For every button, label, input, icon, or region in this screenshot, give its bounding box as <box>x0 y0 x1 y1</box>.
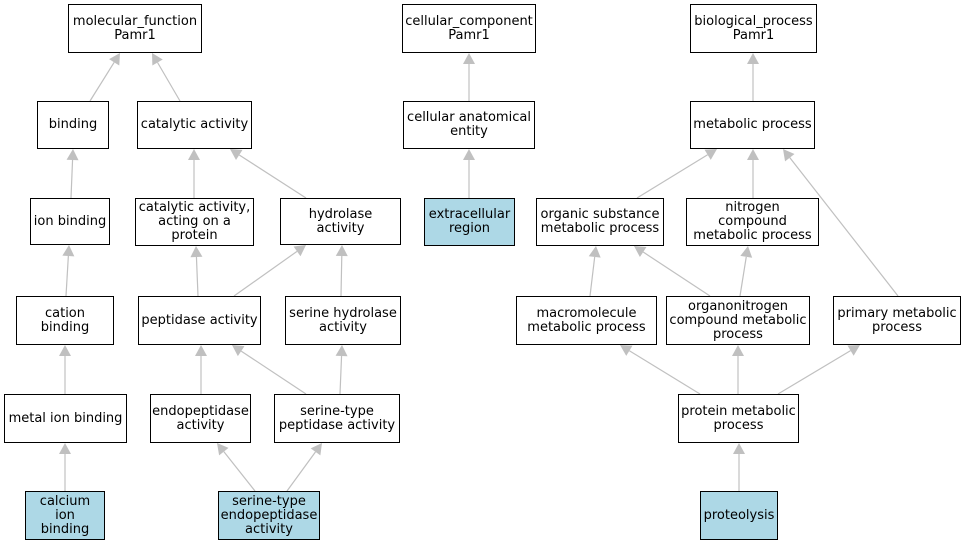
edge-cation-to-ionbinding <box>62 245 75 297</box>
edge-protmeta-to-organonit <box>732 345 744 394</box>
edge-serpep-to-peptidase <box>232 345 307 395</box>
node-metabolic-process[interactable]: metabolic process <box>690 101 815 149</box>
edge-serpep-to-serhydrolase <box>335 345 348 395</box>
node-calcium-ion-binding[interactable]: calcium ion binding <box>25 491 105 540</box>
node-protein-metabolic-process[interactable]: protein metabolic process <box>678 394 799 443</box>
node-cellular-anatomical-entity[interactable]: cellular anatomical entity <box>403 101 535 149</box>
node-serine-type-endopeptidase-activity[interactable]: serine-type endopeptidase activity <box>218 491 320 540</box>
node-peptidase-activity[interactable]: peptidase activity <box>138 296 261 345</box>
edge-cae-to-cc <box>463 53 475 101</box>
edge-catprotein-to-catalytic <box>188 149 200 198</box>
edge-peptidase-to-catprotein <box>190 246 203 297</box>
edge-primary-to-metabolic <box>783 149 899 297</box>
edge-serendo-to-endopep <box>217 443 256 492</box>
node-cation-binding[interactable]: cation binding <box>16 296 114 345</box>
node-extracellular-region[interactable]: extracellular region <box>424 198 515 246</box>
edge-catalytic-to-mf <box>152 53 181 102</box>
edge-macro-to-orgsub <box>588 246 601 297</box>
edge-extra-to-cae <box>463 149 475 198</box>
node-serine-hydrolase-activity[interactable]: serine hydrolase activity <box>285 296 401 345</box>
node-primary-metabolic-process[interactable]: primary metabolic process <box>833 296 961 345</box>
edge-organonit-to-orgsub <box>634 246 711 297</box>
edge-protmeta-to-primary <box>777 345 860 395</box>
edge-organonit-to-nitrogen <box>739 246 753 297</box>
edge-serhydrolase-to-hydrolase <box>335 245 348 297</box>
edge-metabolic-to-bp <box>747 53 759 101</box>
node-macromolecule-metabolic-process[interactable]: macromolecule metabolic process <box>516 296 657 345</box>
edge-hydrolase-to-catalytic <box>230 149 307 199</box>
node-organonitrogen-compound-metabolic-process[interactable]: organonitrogen compound metabolic proces… <box>666 296 810 345</box>
node-ion-binding[interactable]: ion binding <box>30 198 110 245</box>
edge-ionbinding-to-binding <box>66 149 79 199</box>
edge-binding-to-mf <box>89 53 120 102</box>
edge-serendo-to-serpep <box>286 443 322 492</box>
node-nitrogen-compound-metabolic-process[interactable]: nitrogen compound metabolic process <box>686 198 819 246</box>
node-biological-process[interactable]: biological_process Pamr1 <box>690 4 817 53</box>
node-hydrolase-activity[interactable]: hydrolase activity <box>280 198 401 245</box>
edge-protmeta-to-macro <box>620 345 701 395</box>
edge-proteolysis-to-protmeta <box>733 443 745 491</box>
edge-calcium-to-metalion <box>59 443 71 491</box>
node-serine-type-peptidase-activity[interactable]: serine-type peptidase activity <box>274 394 400 443</box>
node-metal-ion-binding[interactable]: metal ion binding <box>4 394 127 443</box>
edge-nitrogen-to-metabolic <box>747 149 759 198</box>
edge-metalion-to-cation <box>59 345 71 394</box>
node-catalytic-activity-acting-on-protein[interactable]: catalytic activity, acting on a protein <box>135 198 254 246</box>
edge-orgsub-to-metabolic <box>636 149 717 199</box>
node-cellular-component[interactable]: cellular_component Pamr1 <box>402 4 536 53</box>
node-molecular-function[interactable]: molecular_function Pamr1 <box>68 4 202 53</box>
edge-peptidase-to-hydrolase <box>233 245 306 297</box>
node-endopeptidase-activity[interactable]: endopeptidase activity <box>150 394 251 443</box>
node-binding[interactable]: binding <box>37 101 109 149</box>
node-catalytic-activity[interactable]: catalytic activity <box>137 101 252 149</box>
edge-endopep-to-peptidase <box>195 345 207 394</box>
node-organic-substance-metabolic-process[interactable]: organic substance metabolic process <box>536 198 664 246</box>
node-proteolysis[interactable]: proteolysis <box>700 491 778 540</box>
